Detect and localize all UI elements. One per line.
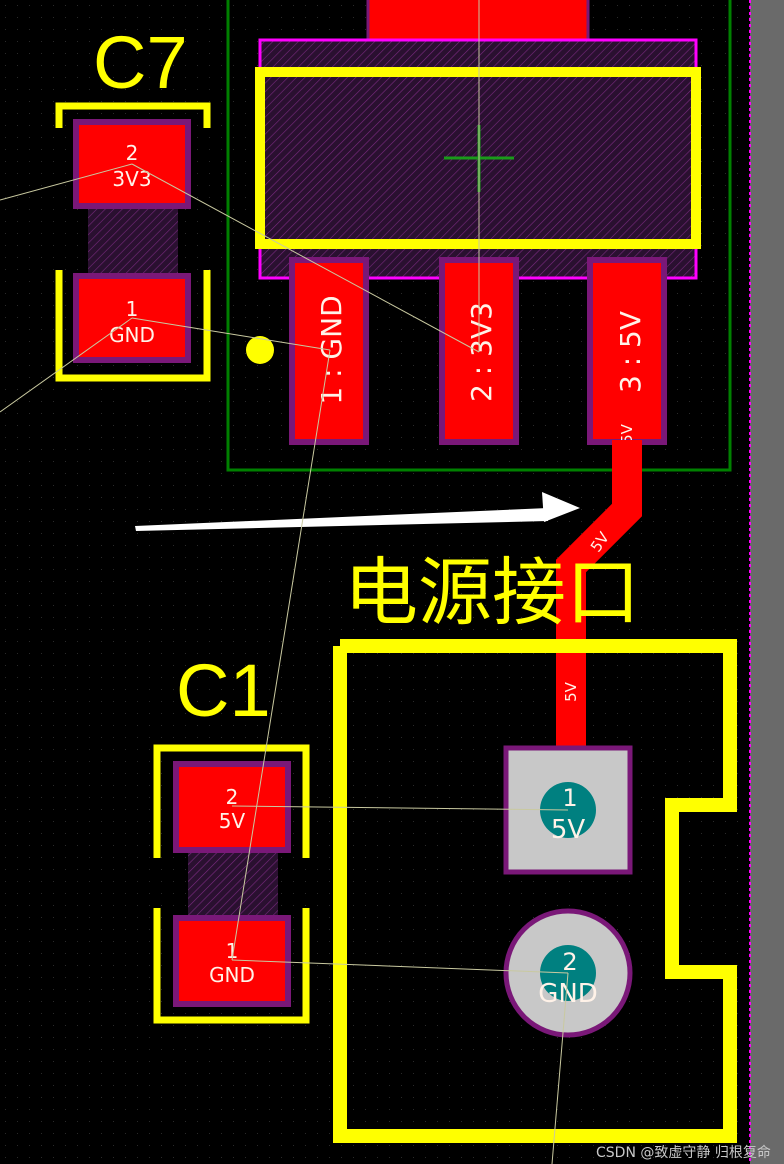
regulator-pin2-label: 2 : 3V3 — [465, 302, 498, 402]
c1-pad2-net: 5V — [219, 809, 246, 833]
power-connector-pin1-number: 1 — [562, 784, 577, 812]
power-connector-pin2-number: 2 — [562, 948, 577, 976]
trace-5v-path[interactable] — [556, 440, 642, 752]
c7-silk-top — [55, 102, 211, 128]
c1-silk-bottom — [153, 908, 310, 1024]
trace-net-label-2: 5V — [562, 681, 580, 702]
regulator-pin3-label: 3 : 5V — [614, 311, 647, 393]
c1-footprint[interactable]: C1 2 5V 1 GND — [153, 649, 310, 1024]
regulator-pin1-label: 1 : GND — [315, 295, 348, 404]
c7-pad2-number: 2 — [126, 141, 139, 165]
regulator-pin3-net: 5V — [618, 423, 636, 444]
c7-silk-bottom — [55, 270, 211, 382]
c1-pad1-number: 1 — [226, 939, 239, 963]
c7-pad1-number: 1 — [126, 297, 139, 321]
board-edge — [750, 0, 784, 1164]
arrow-right-icon — [135, 492, 580, 531]
regulator-footprint[interactable]: 1 : GND 2 : 3V3 3 : 5V 5V — [226, 0, 732, 472]
pin1-dot-icon — [246, 336, 274, 364]
regulator-pin3-pad[interactable] — [587, 257, 667, 445]
regulator-courtyard — [226, 0, 732, 472]
c1-pad2[interactable] — [173, 761, 291, 853]
c7-designator: C7 — [93, 21, 188, 104]
c7-pad1-net: GND — [109, 323, 155, 347]
c1-body — [188, 848, 278, 922]
c7-body — [88, 206, 178, 278]
watermark: CSDN @致虚守静 归根复命 — [596, 1144, 771, 1161]
c1-silk-top — [153, 744, 310, 858]
c1-pad1-net: GND — [209, 963, 255, 987]
power-connector-pin2-net: GND — [538, 979, 598, 1009]
ratsnest — [0, 0, 569, 1164]
trace-5v[interactable]: 5V 5V — [556, 440, 642, 752]
regulator-pin1-pad[interactable] — [289, 257, 369, 445]
power-connector-silk — [333, 639, 737, 1143]
power-connector-pin1-net: 5V — [551, 815, 586, 845]
c1-pad2-number: 2 — [226, 785, 239, 809]
regulator-silkscreen — [255, 67, 701, 249]
c7-pad2-net: 3V3 — [112, 167, 151, 191]
c1-designator: C1 — [176, 649, 271, 732]
power-connector-label: 电源接口 — [344, 550, 640, 636]
